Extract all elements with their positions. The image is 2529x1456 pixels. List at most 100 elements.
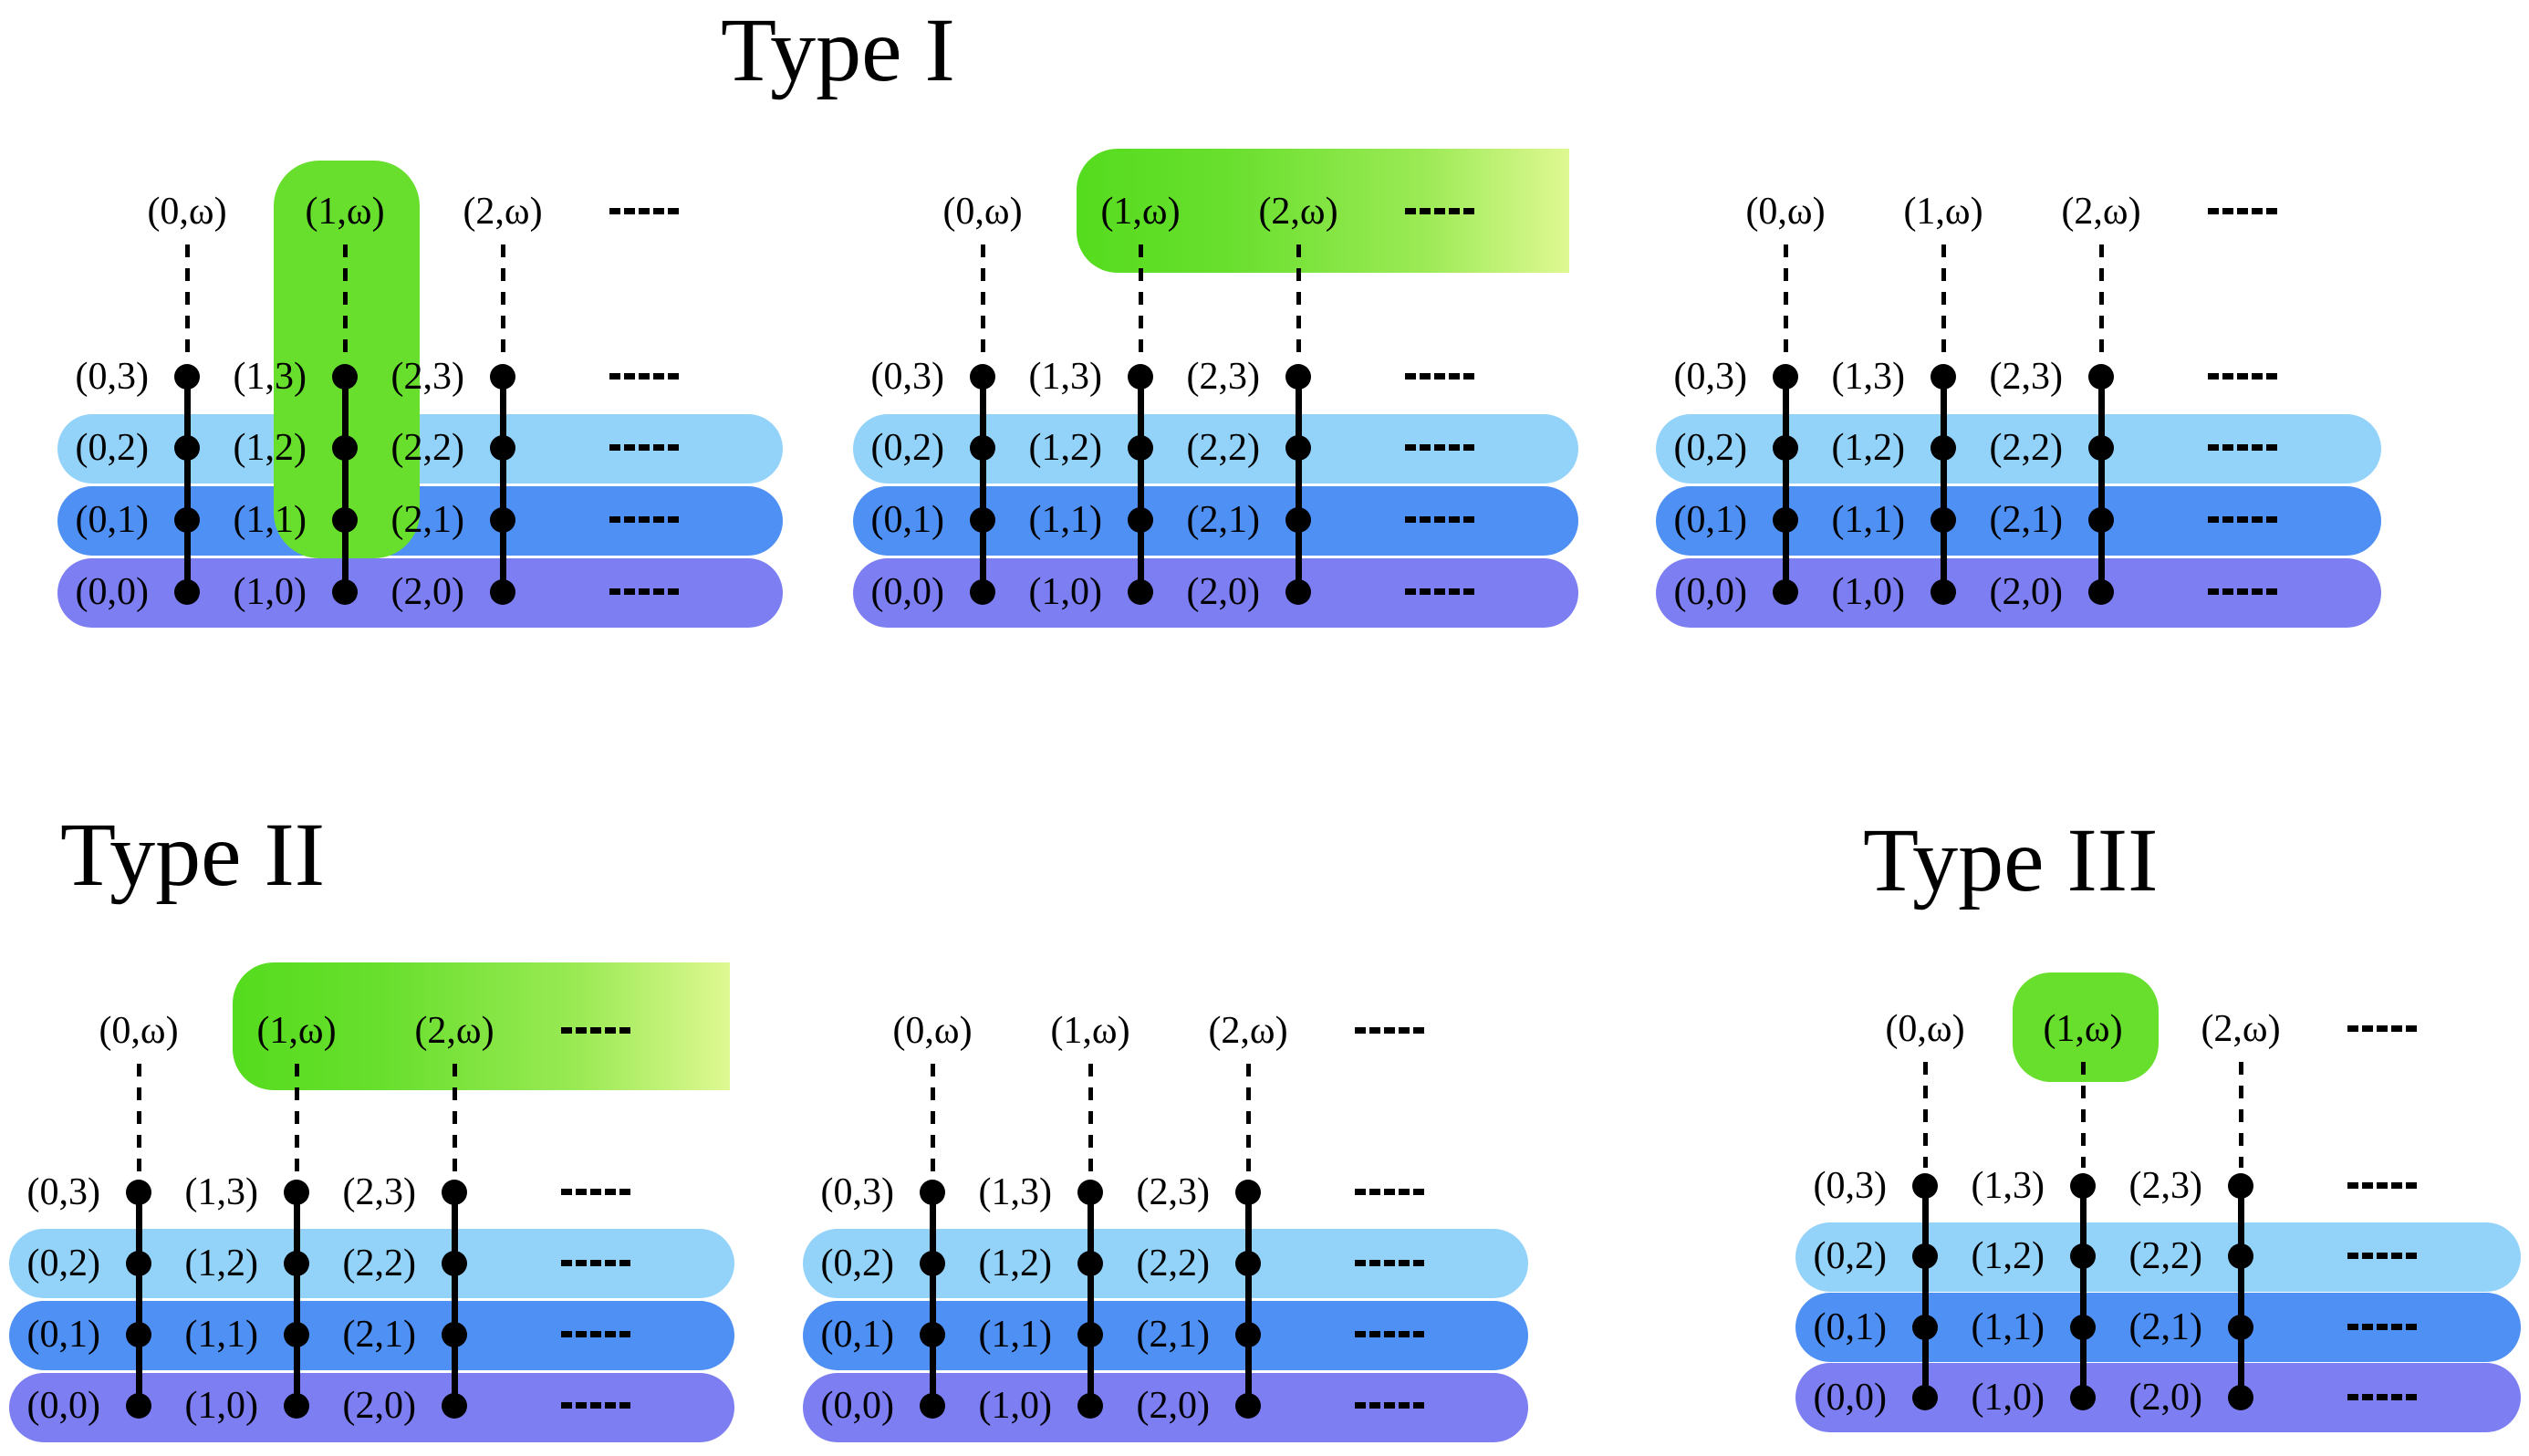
dash-segment bbox=[576, 1189, 587, 1195]
node-label-1-ω: (1,ω) bbox=[1903, 191, 1983, 233]
ellipsis-dashes-1 bbox=[1355, 1331, 1424, 1337]
node-label-2-0: (2,0) bbox=[390, 571, 464, 613]
dash-segment bbox=[576, 1260, 587, 1266]
ellipsis-dashes-3 bbox=[2347, 1182, 2417, 1189]
node-dot-0-1 bbox=[126, 1322, 151, 1347]
node-label-0-ω: (0,ω) bbox=[1745, 191, 1826, 233]
dash-segment bbox=[2222, 444, 2233, 451]
node-label-1-3: (1,3) bbox=[1831, 356, 1905, 398]
dash-segment bbox=[2347, 1394, 2358, 1400]
node-label-2-2: (2,2) bbox=[1136, 1243, 1210, 1284]
node-label-0-ω: (0,ω) bbox=[99, 1010, 179, 1052]
node-label-1-1: (1,1) bbox=[184, 1314, 258, 1356]
node-label-1-2: (1,2) bbox=[1971, 1235, 2045, 1277]
node-dot-0-2 bbox=[126, 1251, 151, 1276]
node-label-1-1: (1,1) bbox=[233, 499, 307, 541]
dash-segment bbox=[2237, 588, 2248, 595]
dash-segment bbox=[590, 1189, 601, 1195]
node-dot-1-0 bbox=[1077, 1393, 1103, 1419]
dash-segment bbox=[1420, 373, 1431, 380]
node-dot-2-2 bbox=[2088, 435, 2114, 461]
node-dot-1-1 bbox=[2070, 1315, 2096, 1340]
node-dot-2-3 bbox=[1235, 1180, 1261, 1205]
node-label-1-0: (1,0) bbox=[1971, 1377, 2045, 1419]
dash-segment bbox=[653, 208, 664, 214]
dash-segment bbox=[2362, 1025, 2373, 1032]
dash-segment bbox=[1355, 1331, 1366, 1337]
dash-segment bbox=[1413, 1260, 1424, 1266]
node-dot-0-0 bbox=[1773, 579, 1798, 605]
node-dot-2-0 bbox=[2228, 1385, 2253, 1410]
node-label-1-3: (1,3) bbox=[1028, 356, 1102, 398]
node-label-1-2: (1,2) bbox=[233, 427, 307, 469]
dash-segment bbox=[653, 373, 664, 380]
node-label-0-0: (0,0) bbox=[1673, 571, 1747, 613]
dash-segment bbox=[668, 516, 679, 523]
node-label-2-ω: (2,ω) bbox=[1258, 191, 1338, 233]
node-label-0-1: (0,1) bbox=[26, 1314, 100, 1356]
node-dot-1-1 bbox=[1128, 507, 1153, 533]
node-dot-0-3 bbox=[174, 364, 200, 390]
node-label-2-2: (2,2) bbox=[342, 1243, 416, 1284]
ellipsis-dashes-0 bbox=[2208, 588, 2277, 595]
ellipsis-dashes-2 bbox=[2208, 444, 2277, 451]
omega-dashed-link-col1 bbox=[1941, 244, 1946, 359]
node-label-2-3: (2,3) bbox=[1136, 1171, 1210, 1213]
dash-segment bbox=[561, 1331, 572, 1337]
node-label-0-3: (0,3) bbox=[820, 1171, 894, 1213]
dash-segment bbox=[1355, 1027, 1366, 1034]
dash-segment bbox=[1405, 588, 1416, 595]
node-label-2-1: (2,1) bbox=[2128, 1306, 2202, 1348]
dash-segment bbox=[1420, 208, 1431, 214]
dash-segment bbox=[561, 1189, 572, 1195]
dash-segment bbox=[2391, 1253, 2402, 1259]
node-label-0-1: (0,1) bbox=[870, 499, 944, 541]
dash-segment bbox=[668, 588, 679, 595]
dash-segment bbox=[2377, 1394, 2388, 1400]
dash-segment bbox=[2252, 208, 2263, 214]
node-dot-1-2 bbox=[332, 435, 358, 461]
node-label-1-ω: (1,ω) bbox=[1050, 1010, 1130, 1052]
column-spine-col2 bbox=[2238, 1186, 2244, 1398]
node-label-0-1: (0,1) bbox=[1673, 499, 1747, 541]
node-label-2-ω: (2,ω) bbox=[2201, 1008, 2281, 1050]
dash-segment bbox=[609, 208, 620, 214]
dash-segment bbox=[1384, 1331, 1395, 1337]
dash-segment bbox=[639, 208, 650, 214]
dash-segment bbox=[1449, 588, 1460, 595]
dash-segment bbox=[2266, 516, 2277, 523]
column-spine-col2 bbox=[2098, 377, 2105, 592]
dash-segment bbox=[605, 1260, 616, 1266]
node-dot-1-1 bbox=[284, 1322, 309, 1347]
node-label-0-3: (0,3) bbox=[870, 356, 944, 398]
dash-segment bbox=[1399, 1027, 1410, 1034]
dash-segment bbox=[2237, 516, 2248, 523]
column-spine-col0 bbox=[1922, 1186, 1929, 1398]
title-type-i: Type I bbox=[721, 0, 955, 100]
node-dot-2-2 bbox=[2228, 1243, 2253, 1269]
node-label-2-2: (2,2) bbox=[1186, 427, 1260, 469]
ellipsis-dashes-1 bbox=[609, 516, 679, 523]
dash-segment bbox=[2391, 1394, 2402, 1400]
dash-segment bbox=[2391, 1324, 2402, 1330]
node-label-2-1: (2,1) bbox=[342, 1314, 416, 1356]
node-label-1-0: (1,0) bbox=[1028, 571, 1102, 613]
node-dot-1-2 bbox=[284, 1251, 309, 1276]
dash-segment bbox=[605, 1402, 616, 1409]
dash-segment bbox=[619, 1402, 630, 1409]
dash-segment bbox=[624, 373, 635, 380]
dash-segment bbox=[609, 588, 620, 595]
dash-segment bbox=[1413, 1027, 1424, 1034]
dash-segment bbox=[624, 208, 635, 214]
node-label-2-0: (2,0) bbox=[2128, 1377, 2202, 1419]
dash-segment bbox=[1413, 1189, 1424, 1195]
omega-dashed-link-col2 bbox=[2099, 244, 2104, 359]
node-label-0-3: (0,3) bbox=[75, 356, 149, 398]
ellipsis-dashes-3 bbox=[1355, 1189, 1424, 1195]
dash-segment bbox=[2362, 1182, 2373, 1189]
omega-dashed-link-col0 bbox=[185, 244, 190, 359]
dash-segment bbox=[2406, 1025, 2417, 1032]
column-spine-col1 bbox=[2080, 1186, 2087, 1398]
node-dot-0-1 bbox=[970, 507, 995, 533]
dash-segment bbox=[1463, 208, 1474, 214]
